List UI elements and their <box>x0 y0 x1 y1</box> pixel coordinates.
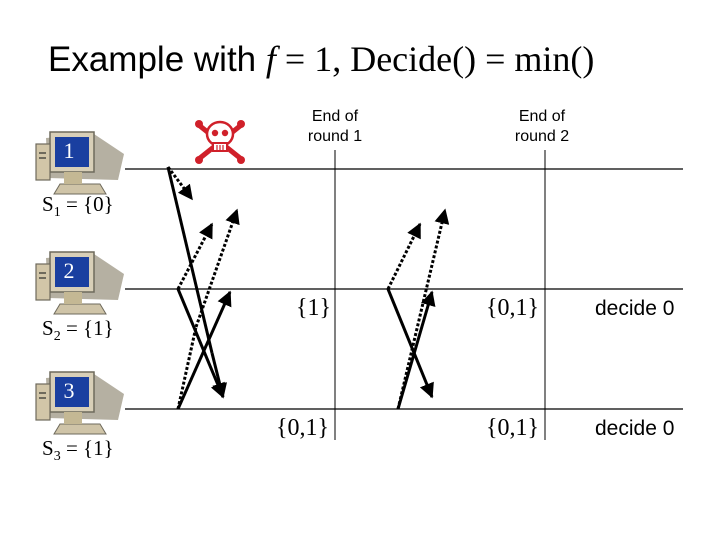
process-2-set-label: S2 = {1} <box>42 316 114 345</box>
set-name: S <box>42 436 54 460</box>
process-2-number: 2 <box>63 258 75 283</box>
computer-icon <box>35 131 124 195</box>
message-p2-to-p1 <box>176 222 214 290</box>
process-3-set-label: S3 = {1} <box>42 436 114 465</box>
set-subscript: 1 <box>53 205 61 221</box>
round-1-label-line2: round 1 <box>307 128 363 145</box>
set-subscript: 2 <box>53 329 61 345</box>
process-1-number: 1 <box>63 138 75 163</box>
computer-icon <box>35 251 124 315</box>
set-value: = {1} <box>60 436 114 460</box>
skull-crossbones-icon <box>195 120 245 164</box>
message-r2-p3-to-p1 <box>396 208 450 410</box>
message-r2-p2-to-p3 <box>386 288 434 399</box>
set-value: = {1} <box>60 316 114 340</box>
message-p3-to-p2 <box>176 290 232 410</box>
p3-decision: decide 0 <box>595 417 675 440</box>
title-rest: = 1, Decide() = min() <box>275 39 595 79</box>
p2-round2-value: {0,1} <box>486 295 540 321</box>
message-p2-to-p3 <box>176 288 225 399</box>
slide-title: Example with f = 1, Decide() = min() <box>48 38 594 80</box>
set-name: S <box>42 316 54 340</box>
round-1-label-line1: End of <box>311 108 359 125</box>
set-name: S <box>42 192 54 216</box>
round-1-label: End of round 1 <box>265 107 405 147</box>
process-1-set-label: S1 = {0} <box>42 192 114 221</box>
computer-icon <box>35 371 124 435</box>
process-1-computer: 1 <box>34 130 126 206</box>
message-r2-p2-to-p1 <box>386 222 422 290</box>
title-prefix: Example with <box>48 40 266 79</box>
message-p1-to-p3-line <box>166 166 214 354</box>
p2-round1-value: {1} <box>296 295 332 321</box>
p2-decision: decide 0 <box>595 297 675 320</box>
process-3-number: 3 <box>63 378 75 403</box>
message-p1-dotted-crash <box>166 166 194 201</box>
round-2-label-line1: End of <box>518 108 566 125</box>
p3-round2-value: {0,1} <box>486 415 540 441</box>
p3-round1-value: {0,1} <box>276 415 330 441</box>
set-subscript: 3 <box>53 449 61 465</box>
title-f-symbol: f <box>265 39 276 79</box>
set-value: = {0} <box>60 192 114 216</box>
message-r2-p3-to-p2 <box>396 290 436 410</box>
round-2-label: End of round 2 <box>472 107 612 147</box>
message-p3-to-p1-b <box>194 208 240 328</box>
process-3-computer: 3 <box>34 370 126 446</box>
process-2-computer: 2 <box>34 250 126 326</box>
message-p3-to-p1-a <box>176 326 198 410</box>
round-2-label-line2: round 2 <box>514 128 570 145</box>
